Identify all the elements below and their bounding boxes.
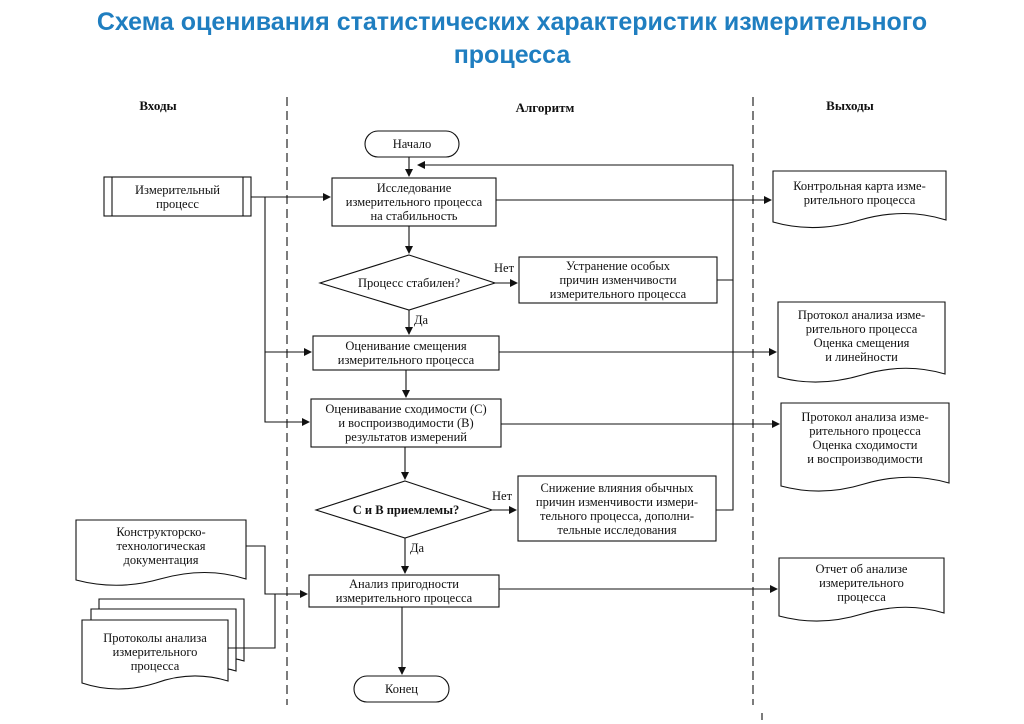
start-label: Начало bbox=[392, 137, 432, 151]
analysis-box bbox=[308, 574, 500, 608]
bias-label: Оценивание смещения измерительного проце… bbox=[337, 339, 475, 367]
repeat-box bbox=[310, 398, 502, 448]
output-repeat-doc bbox=[780, 402, 950, 492]
input-docs-label: Конструкторско- технологическая документ… bbox=[116, 525, 206, 567]
no-label-1: Нет bbox=[494, 261, 515, 275]
decision-stable-label: Процесс стабилен? bbox=[357, 276, 461, 290]
end-label: Конец bbox=[385, 682, 418, 696]
study-label: Исследование измерительного процесса на … bbox=[345, 181, 483, 223]
study-box bbox=[331, 177, 497, 227]
input-protocols-label: Протоколы анализа измерительного процесс… bbox=[103, 631, 207, 673]
yes-label-2: Да bbox=[410, 541, 425, 555]
eliminate-label: Устранение особых причин изменчивости из… bbox=[549, 259, 687, 301]
output-control-chart-label: Контрольная карта изме- рительного проце… bbox=[793, 179, 926, 207]
output-report-doc bbox=[778, 557, 945, 622]
output-report-label: Отчет об анализе измерительного процесса bbox=[815, 562, 908, 604]
output-bias-label: Протокол анализа изме- рительного процес… bbox=[797, 308, 926, 364]
input-docs-doc bbox=[75, 519, 247, 586]
bias-box bbox=[312, 335, 500, 371]
column-header-inputs: Входы bbox=[139, 98, 177, 113]
reduce-label: Снижение влияния обычных причин изменчив… bbox=[535, 480, 699, 537]
input-protocols-doc bbox=[81, 619, 229, 690]
no-label-2: Нет bbox=[492, 489, 513, 503]
eliminate-box bbox=[518, 256, 718, 304]
input-process-label: Измерительный процесс bbox=[135, 182, 220, 211]
repeat-label: Оценивавание сходимости (С) и воспроизво… bbox=[325, 402, 487, 444]
yes-label-1: Да bbox=[414, 313, 429, 327]
start-terminator bbox=[364, 130, 460, 158]
output-control-chart-doc bbox=[772, 170, 947, 229]
analysis-label: Анализ пригодности измерительного процес… bbox=[335, 577, 473, 605]
reduce-box bbox=[517, 475, 717, 542]
output-bias-doc bbox=[777, 301, 946, 383]
column-header-outputs: Выходы bbox=[826, 98, 874, 113]
column-header-algorithm: Алгоритм bbox=[515, 100, 575, 115]
end-terminator bbox=[353, 675, 450, 703]
decision-acceptable-label: С и В приемлемы? bbox=[352, 503, 460, 517]
output-repeat-label: Протокол анализа изме- рительного процес… bbox=[801, 410, 929, 466]
page-title: Схема оценивания статистических характер… bbox=[96, 8, 928, 69]
